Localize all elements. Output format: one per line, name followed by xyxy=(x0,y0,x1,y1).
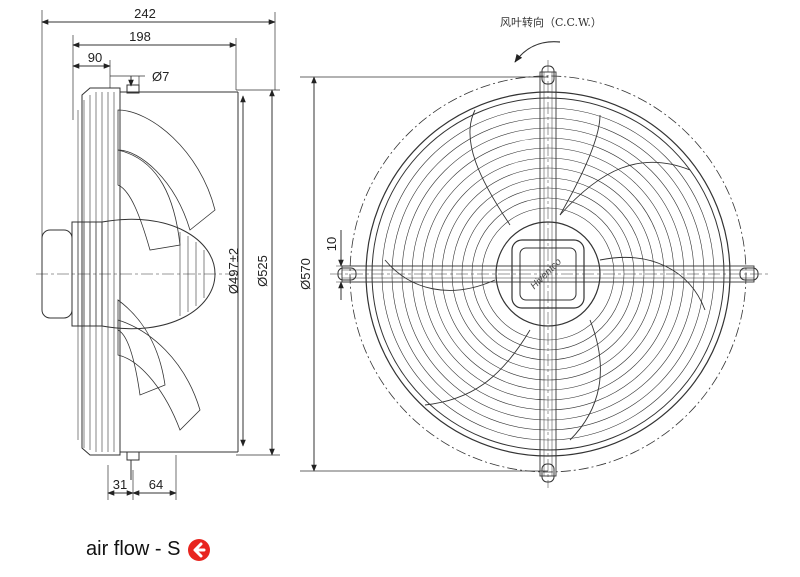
airflow-label: air flow - S xyxy=(86,538,181,560)
dim-242: 242 xyxy=(134,6,156,21)
side-view xyxy=(36,10,280,500)
rotation-arrow-icon xyxy=(514,41,561,63)
airflow-legend: air flow - S xyxy=(86,538,211,561)
dim-497: Ø497±2 xyxy=(226,248,241,294)
dim-90: 90 xyxy=(88,50,102,65)
rotation-note: 风叶转向（C.C.W.） xyxy=(500,15,602,29)
arrow-left-circle-icon xyxy=(188,538,211,561)
dim-31: 31 xyxy=(113,477,127,492)
dim-10: 10 xyxy=(324,237,339,251)
dim-198: 198 xyxy=(129,29,151,44)
dim-hole: Ø7 xyxy=(152,69,169,84)
front-view xyxy=(300,41,770,488)
dim-525: Ø525 xyxy=(255,255,270,287)
brand-label: Hiventco xyxy=(529,256,565,292)
dim-570: Ø570 xyxy=(298,258,313,290)
dim-64: 64 xyxy=(149,477,163,492)
